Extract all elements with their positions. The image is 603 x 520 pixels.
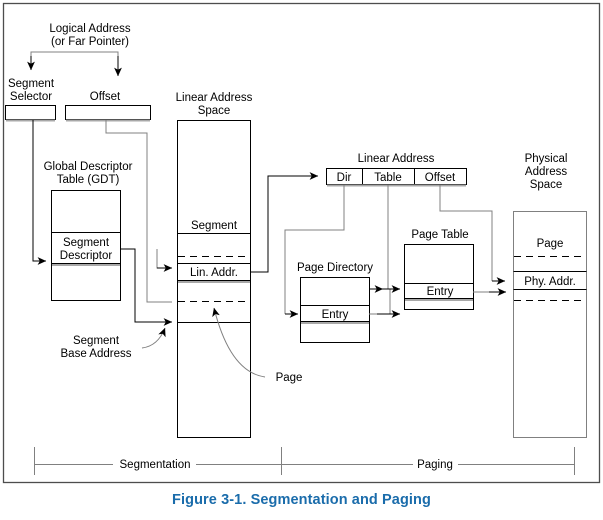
segment-descriptor-line1: Segment <box>63 237 110 249</box>
page-directory-title: Page Directory <box>297 262 373 274</box>
phy-addr-label: Phy. Addr. <box>524 276 576 288</box>
bracket-segmentation-label: Segmentation <box>120 459 191 471</box>
physical-address-space-line3: Space <box>530 179 563 191</box>
segment-selector-box <box>5 105 56 120</box>
logical-address-line2: (or Far Pointer) <box>51 36 129 48</box>
linear-address-space-box <box>177 120 251 438</box>
segment-base-address-line2: Base Address <box>61 348 132 360</box>
gdt-line1: Global Descriptor <box>44 161 133 173</box>
page-table-title: Page Table <box>411 229 468 241</box>
logical-address-line1: Logical Address <box>49 23 130 35</box>
segment-label: Segment <box>191 220 238 232</box>
segment-selector-line1: Segment <box>8 78 55 90</box>
selector-to-gdt-line <box>32 120 47 265</box>
descriptor-to-linaddr-helper <box>156 249 172 269</box>
offset-label: Offset <box>90 91 121 103</box>
page-directory-box <box>300 277 370 343</box>
physical-address-space-line1: Physical <box>525 153 568 165</box>
gdt-box <box>51 190 121 301</box>
dir-field-label: Dir <box>337 172 352 184</box>
segment-base-address-line1: Segment <box>73 335 120 347</box>
gdt-line2: Table (GDT) <box>57 174 120 186</box>
segment-base-address-curve <box>141 327 166 349</box>
page-label: Page <box>537 238 564 250</box>
physical-address-space-line2: Address <box>525 166 567 178</box>
pd-entry-routing <box>369 289 391 315</box>
segment-descriptor-line2: Descriptor <box>60 250 113 262</box>
table-field-label: Table <box>374 172 402 184</box>
figure-frame <box>2 2 601 484</box>
page-callout-label: Page <box>276 372 303 384</box>
bracket-paging-label: Paging <box>417 459 453 471</box>
linear-address-space-line1: Linear Address <box>176 92 253 104</box>
figure-caption: Figure 3-1. Segmentation and Paging <box>172 492 431 508</box>
page-table-entry-label: Entry <box>427 286 454 298</box>
physical-address-space-box <box>513 211 587 438</box>
linear-address-space-line2: Space <box>198 105 231 117</box>
dir-routing-line <box>284 185 345 314</box>
linear-address-title: Linear Address <box>358 153 435 165</box>
lin-addr-label: Lin. Addr. <box>190 267 238 279</box>
linaddr-to-linear-address <box>250 172 319 273</box>
descriptor-to-base-line <box>120 248 173 326</box>
offset-box <box>65 105 151 120</box>
segment-selector-line2: Selector <box>10 91 52 103</box>
offset-field-label: Offset <box>425 172 456 184</box>
page-directory-entry-label: Entry <box>322 309 349 321</box>
offset-routing-physical <box>439 185 493 281</box>
offset-routing-line <box>105 120 172 303</box>
page-callout-curve <box>212 307 266 378</box>
logical-address-bracket <box>30 51 119 59</box>
